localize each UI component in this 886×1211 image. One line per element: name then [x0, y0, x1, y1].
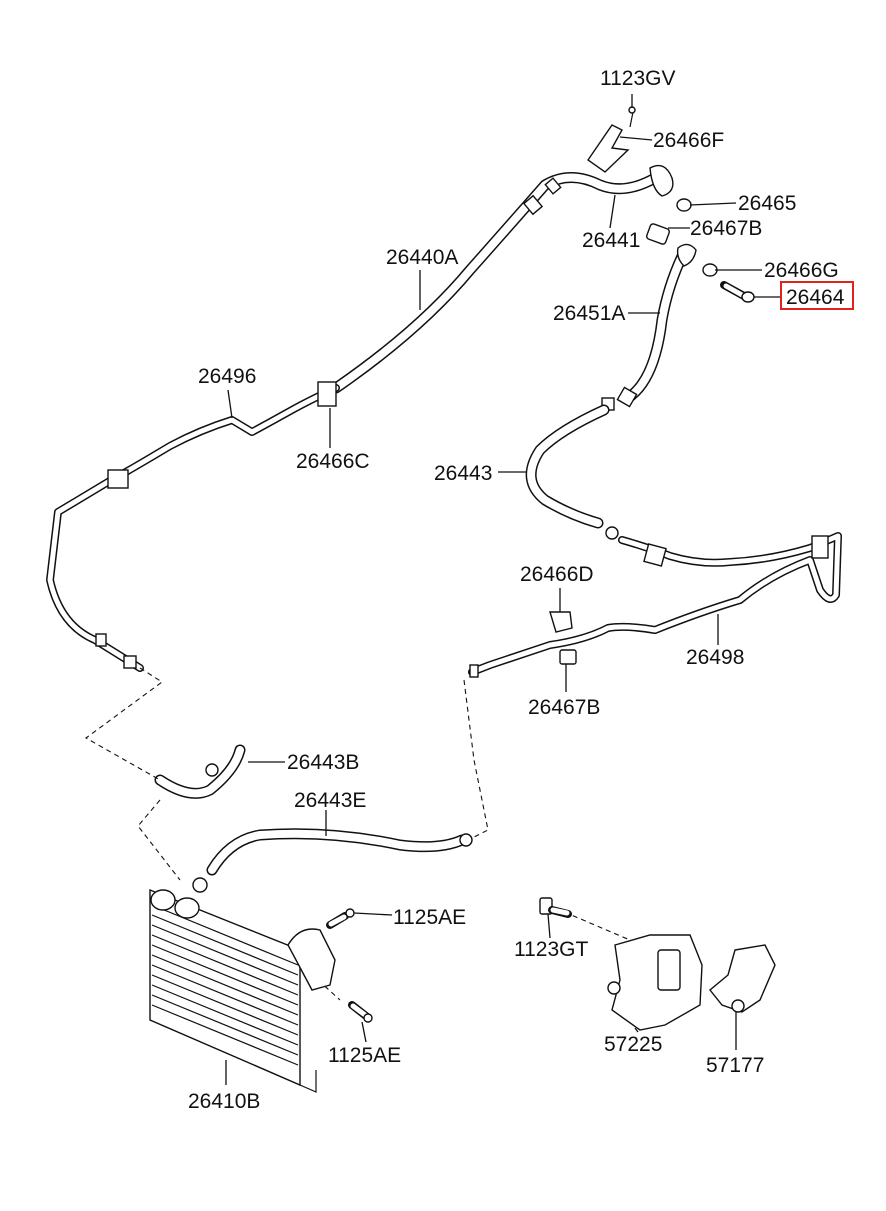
label-1125ae-top: 1125AE: [393, 906, 466, 929]
label-26467b-top: 26467B: [690, 217, 762, 240]
hose-26443e: [192, 828, 473, 893]
label-26440a: 26440A: [386, 246, 458, 269]
screw-1125ae-top: [326, 908, 355, 929]
label-57177: 57177: [706, 1054, 764, 1077]
highlight-box-26464: [780, 281, 854, 310]
label-26464: 26464: [786, 286, 845, 309]
sleeve-26467b-top: [646, 223, 670, 245]
label-26496: 26496: [198, 365, 256, 388]
sleeve-26467b-mid: [559, 649, 577, 665]
label-1125ae-bottom: 1125AE: [328, 1044, 401, 1067]
washer-26465: [676, 198, 692, 212]
screw-1125ae-bottom: [348, 1001, 373, 1023]
bolt-26464: [720, 281, 755, 303]
label-26465: 26465: [738, 192, 796, 215]
label-26451a: 26451A: [553, 302, 625, 325]
label-26410b: 26410B: [188, 1090, 260, 1113]
label-26441: 26441: [582, 229, 640, 252]
label-26443: 26443: [434, 462, 492, 485]
label-26466f: 26466F: [653, 129, 724, 152]
label-26466g: 26466G: [764, 259, 839, 282]
washer-26466g: [702, 263, 718, 277]
bracket-57225: [607, 934, 703, 1031]
hose-26443: [525, 404, 619, 540]
bracket-57177: [709, 944, 776, 1013]
clip-26466d: [549, 611, 573, 633]
hose-26443b: [154, 744, 246, 799]
oil-cooler-26410b: [149, 888, 336, 1093]
leader-lines: [225, 94, 780, 1085]
bracket-26466f: [587, 106, 636, 173]
label-57225: 57225: [604, 1033, 662, 1056]
label-26467b-mid: 26467B: [528, 696, 600, 719]
pipe-26498: [468, 532, 842, 678]
bolt-1123gt: [539, 897, 572, 918]
label-26443b: 26443B: [287, 751, 359, 774]
pipe-26496: [46, 381, 340, 672]
hose-26440a: [330, 164, 674, 394]
label-1123gt: 1123GT: [514, 938, 588, 961]
label-26466d: 26466D: [520, 563, 594, 586]
label-26498: 26498: [686, 646, 744, 669]
label-1123gv: 1123GV: [600, 67, 676, 90]
hose-26451a: [601, 243, 697, 411]
label-26443e: 26443E: [294, 789, 366, 812]
label-26466c: 26466C: [296, 450, 370, 473]
